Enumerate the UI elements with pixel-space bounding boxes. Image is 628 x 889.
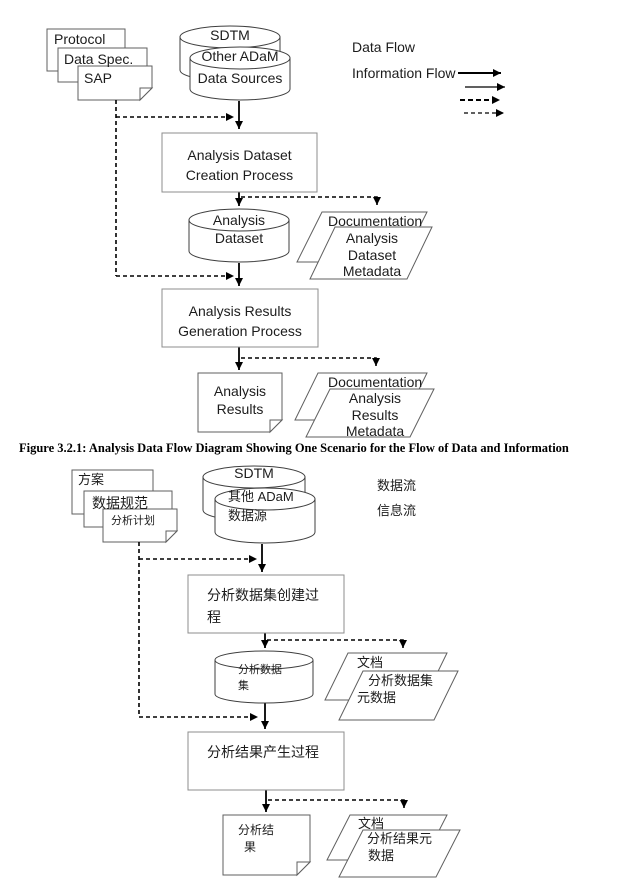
cn-analysis-results-generation-process-box — [187, 731, 345, 791]
results-metadata-label: Analysis Results Metadata — [325, 390, 425, 440]
cn-data-sources-label: 数据源 — [228, 508, 268, 523]
cn-results-metadata-line2: 数据 — [368, 848, 395, 863]
cn-sdtm-label: SDTM — [234, 465, 274, 481]
dataset-metadata-line1: Analysis — [345, 230, 399, 246]
cn-analysis-results-doc-fold-icon — [296, 861, 312, 877]
cn-analysis-dataset-label: 分析数据 集 — [238, 662, 282, 694]
creation-process-line2: Creation Process — [185, 167, 294, 183]
sap-doc-fold-icon — [139, 87, 154, 102]
dataset-metadata-line3: Metadata — [342, 263, 402, 279]
cn-dataset-metadata-line1: 分析数据集 — [368, 673, 434, 688]
cn-data-spec-label: 数据规范 — [92, 495, 148, 511]
generation-process-line1: Analysis Results — [188, 303, 292, 319]
cn-generation-process-label: 分析结果产生过程 — [207, 744, 319, 760]
dashed-arrow-generation-to-documentation — [241, 357, 380, 366]
dataset-metadata-line2: Dataset — [347, 246, 397, 263]
cn-creation-process-label: 分析数据集创建过 程 — [207, 584, 319, 628]
cn-analysis-results-label: 分析结 果 — [238, 822, 274, 856]
cn-analysis-dataset-creation-process-box — [187, 574, 345, 634]
legend-data-flow-label: Data Flow — [352, 39, 416, 55]
documentation2-label: Documentation — [328, 374, 423, 390]
protocol-label: Protocol — [54, 31, 106, 47]
analysis-results-generation-process-box — [161, 288, 319, 348]
results-metadata-parallelogram — [305, 388, 435, 438]
cn-other-adam-label: 其他 ADaM — [228, 489, 294, 504]
cn-results-metadata-parallelogram — [338, 829, 461, 878]
cn-legend-information-flow-label: 信息流 — [377, 503, 417, 518]
cn-dashed-arrow-generation-to-documentation — [268, 799, 408, 808]
cn-analysis-dataset-line1: 分析数据 — [238, 664, 282, 676]
cn-legend-data-flow-label: 数据流 — [377, 478, 417, 493]
analysis-dataset-cylinder — [188, 208, 290, 263]
cn-analysis-dataset-cylinder — [214, 650, 314, 704]
other-adam-label: Other ADaM — [201, 48, 279, 64]
legend-information-flow-label: Information Flow — [352, 65, 456, 81]
analysis-results-label: Analysis Results — [198, 382, 282, 418]
analysis-dataset-line2: Dataset — [214, 230, 264, 246]
cn-analysis-results-line1: 分析结 — [238, 823, 275, 837]
cn-data-sources-cylinder — [214, 487, 316, 544]
cn-analysis-results-line2: 果 — [244, 840, 257, 854]
cn-analysis-dataset-line2: 集 — [238, 680, 249, 692]
figure-caption: Figure 3.2.1: Analysis Data Flow Diagram… — [19, 441, 569, 455]
cn-dashed-arrow-creation-to-documentation — [267, 639, 407, 648]
data-spec-label: Data Spec. — [64, 51, 134, 67]
analysis-dataset-line1: Analysis — [212, 212, 266, 228]
generation-process-label: Analysis Results Generation Process — [162, 301, 318, 341]
cn-sap-doc-fold-icon — [165, 530, 179, 544]
creation-process-line1: Analysis Dataset — [187, 147, 292, 163]
cn-dataset-metadata-parallelogram — [338, 670, 459, 721]
cn-documentation2-label: 文档 — [358, 816, 385, 831]
analysis-results-doc-fold-icon — [269, 419, 284, 434]
cn-dataset-metadata-line2: 元数据 — [357, 690, 397, 705]
dataset-metadata-label: Analysis Dataset Metadata — [322, 230, 422, 280]
cn-sap-label: 分析计划 — [111, 515, 155, 527]
cn-creation-process-line1: 分析数据集创建过 — [207, 587, 319, 603]
results-metadata-line3: Metadata — [345, 423, 405, 439]
sap-label: SAP — [84, 70, 113, 86]
cn-documentation1-label: 文档 — [357, 655, 384, 670]
results-metadata-line1: Analysis — [348, 390, 402, 406]
analysis-results-line1: Analysis — [213, 383, 267, 399]
creation-process-label: Analysis Dataset Creation Process — [162, 145, 317, 185]
cn-creation-process-line2: 程 — [207, 609, 221, 625]
analysis-dataset-creation-process-box — [161, 132, 318, 193]
cn-results-metadata-line1: 分析结果元 — [367, 831, 433, 846]
analysis-results-line2: Results — [216, 401, 264, 417]
data-sources-label: Data Sources — [197, 70, 283, 86]
dashed-arrow-creation-to-documentation — [241, 196, 381, 205]
documentation1-label: Documentation — [328, 213, 423, 229]
analysis-dataset-label: Analysis Dataset — [189, 211, 289, 247]
results-metadata-line2: Results — [351, 406, 399, 423]
generation-process-line2: Generation Process — [178, 323, 302, 339]
data-sources-cylinder — [189, 46, 291, 101]
dataset-metadata-parallelogram — [309, 226, 433, 280]
cn-protocol-label: 方案 — [78, 472, 105, 487]
sdtm-label: SDTM — [210, 27, 250, 43]
